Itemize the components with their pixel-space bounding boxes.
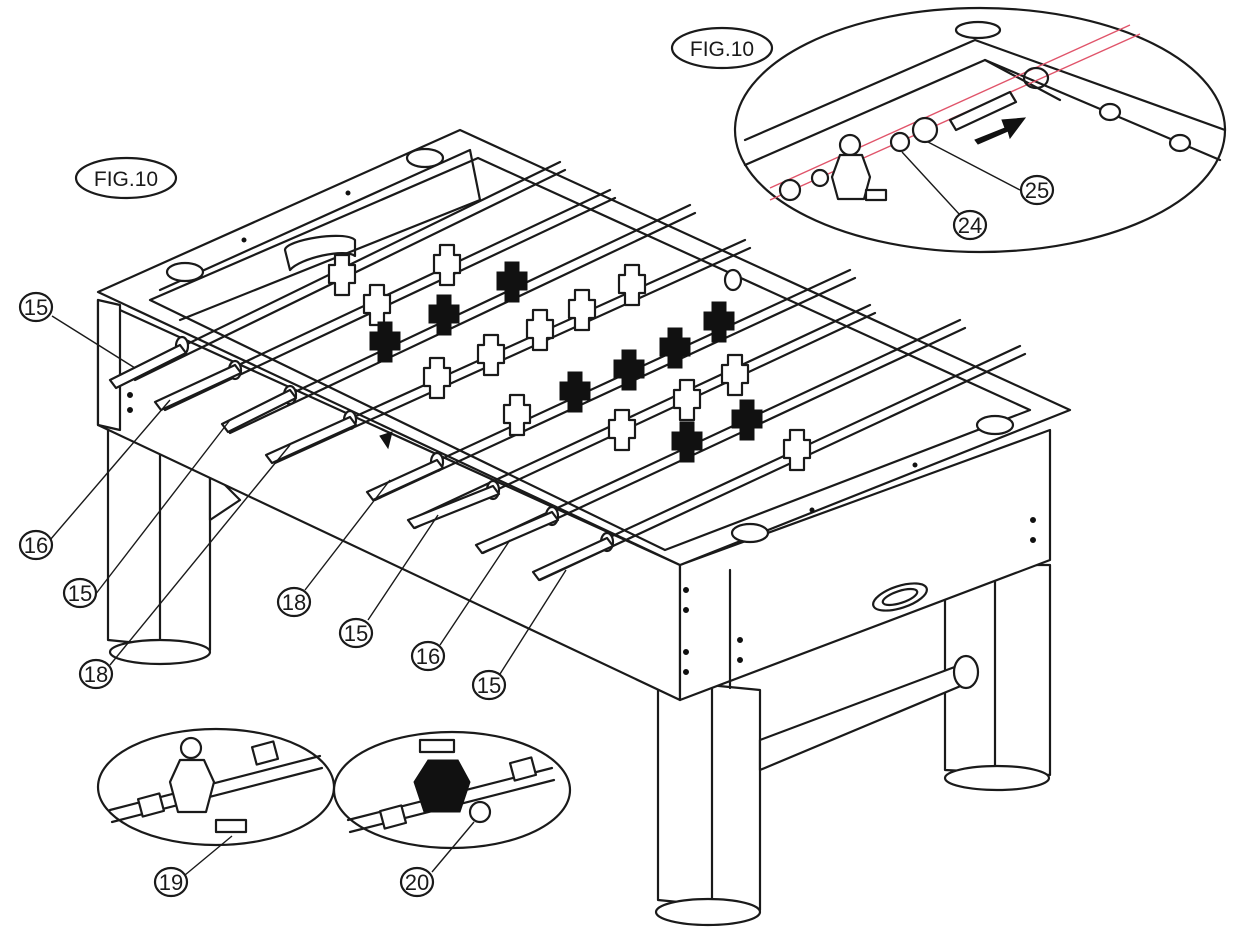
table-cabinet [96, 298, 1052, 702]
callout-25-text: 25 [1025, 178, 1049, 203]
detail-20: 20 [332, 730, 572, 898]
callout-15b: 15 [62, 419, 231, 609]
fig-label-inset-text: FIG.10 [690, 38, 754, 61]
players-light-team [327, 243, 812, 472]
callouts: 15 16 15 18 18 15 16 [18, 291, 567, 701]
callout-15c: 15 [338, 514, 439, 649]
inset-detail: 24 25 [733, 6, 1227, 254]
callout-15b-text: 15 [68, 581, 92, 606]
callout-15a: 15 [18, 291, 136, 369]
callout-16b-text: 16 [416, 644, 440, 669]
callout-15c-text: 15 [344, 621, 368, 646]
callout-18a: 18 [276, 479, 391, 618]
callout-16a: 16 [18, 399, 171, 561]
fig-label-inset: FIG.10 [670, 26, 774, 70]
fig-label-main-text: FIG.10 [94, 168, 158, 191]
callout-15a-text: 15 [24, 295, 48, 320]
callout-18a-text: 18 [282, 590, 306, 615]
callout-15d-text: 15 [477, 673, 501, 698]
fig-label-main: FIG.10 [74, 156, 178, 200]
callout-16a-text: 16 [24, 533, 48, 558]
callout-18b: 18 [78, 444, 291, 690]
callout-15d: 15 [471, 569, 567, 701]
detail-19: 19 [96, 727, 336, 898]
table-legs [106, 428, 1052, 927]
callout-20-text: 20 [405, 870, 429, 895]
callout-24-text: 24 [958, 213, 982, 238]
callout-16b: 16 [410, 539, 511, 672]
callout-18b-text: 18 [84, 662, 108, 687]
handles [108, 343, 615, 582]
callout-19-text: 19 [159, 870, 183, 895]
players-dark-team [369, 261, 763, 463]
playfield [96, 128, 1072, 567]
